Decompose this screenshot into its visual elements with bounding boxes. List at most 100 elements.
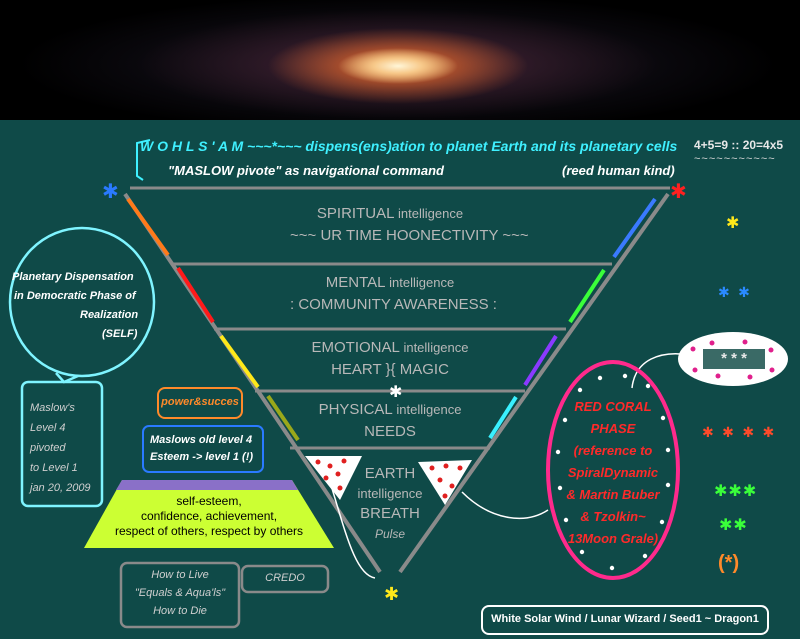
bubble-line-2: in Democratic Phase of [14, 290, 136, 302]
level-emotional: EMOTIONAL intelligence HEART }{ MAGIC [290, 337, 490, 381]
pyramid-text: self-esteem, confidence, achievement, re… [84, 494, 334, 539]
header-title: W O H L S ' A M ~~~*~~~ dispens(ens)atio… [140, 138, 678, 154]
right-blue-segment [612, 197, 657, 259]
level-mental-sub: : COMMUNITY AWARENESS : [290, 296, 497, 313]
credo-box-border [240, 564, 330, 594]
coral-dots [555, 373, 671, 571]
left-bubble-text: Planetary Dispensation in Democratic Pha… [12, 268, 152, 344]
left-speech-bubble [8, 226, 156, 378]
pyramid-top-band [116, 480, 298, 490]
howto-line-1: How to Live [151, 569, 209, 581]
right-dotted-triangle [418, 460, 472, 505]
red-star-icon: ✱ [670, 179, 687, 203]
blue-star-icon: ✱ [102, 179, 119, 203]
bubble-line-4: (SELF) [102, 328, 138, 340]
level-physical-sub: NEEDS [364, 423, 416, 440]
maslow-line-2: Level 4 [30, 422, 66, 434]
level-spiritual-sub: ~~~ UR TIME HOONECTIVITY ~~~ [290, 227, 529, 244]
maslow-line-1: Maslow's [30, 402, 75, 414]
credo-text: CREDO [265, 572, 305, 584]
equation-label: 4+5=9 :: 20=4x5 [694, 138, 784, 152]
esteem-line-1: Maslows old level 4 [150, 434, 253, 446]
triangle-dots [315, 458, 463, 499]
maslow-box-text: Maslow's Level 4 pivoted to Level 1 jan … [30, 398, 102, 498]
level-earth: EARTH intelligence BREATH Pulse [340, 464, 440, 544]
coral-line-3: (reference to [573, 443, 653, 458]
howto-line-3: How to Die [153, 605, 207, 617]
red-coral-ellipse [546, 360, 680, 580]
header-bracket [136, 139, 151, 181]
esteem-box-text: Maslows old level 4 Esteem -> level 1 (!… [150, 432, 260, 466]
level-physical-small: intelligence [396, 402, 462, 417]
level-earth-big: EARTH [364, 465, 416, 482]
level-spiritual-small: intelligence [398, 206, 464, 221]
power-box-text: power&succes [161, 396, 239, 408]
left-red-segment [176, 266, 215, 324]
right-yellow-star-icon: ✱ [726, 213, 739, 232]
pyramid-line-1: self-esteem, [176, 494, 242, 508]
bottom-star-icon: ✱ [384, 584, 399, 605]
oval-stars: * * * [721, 350, 747, 367]
bubble-line-1: Planetary Dispensation [12, 271, 134, 283]
level-earth-small: intelligence [357, 486, 423, 501]
level-spiritual-big: SPIRITUAL [316, 205, 394, 222]
bubble-line-3: Realization [80, 309, 139, 321]
right-green-stars3-icon: ✱✱✱ [714, 481, 757, 500]
left-connector-line [329, 481, 376, 579]
level-mental-small: intelligence [389, 275, 455, 290]
left-yellow-segment [219, 334, 260, 389]
coral-line-2: PHASE [590, 421, 636, 436]
esteem-line-2: Esteem -> level 1 (!) [150, 451, 254, 463]
esteem-box-border [142, 425, 264, 473]
oval-dots [690, 339, 775, 380]
nebula-image [0, 0, 800, 120]
coral-line-6: & Tzolkin~ [580, 509, 646, 524]
triangle-right-edge [398, 192, 670, 574]
howto-box-border [119, 561, 241, 629]
oval-inner-band [703, 349, 765, 369]
header-subtitle: "MASLOW pivote" as navigational command [168, 163, 444, 178]
level-physical: PHYSICAL intelligence NEEDS [290, 399, 490, 443]
maslow-line-4: to Level 1 [30, 462, 78, 474]
right-green-stars2-icon: ✱✱ [719, 515, 748, 534]
right-connector-line [461, 491, 549, 520]
maslow-box-border [20, 380, 104, 508]
red-coral-text: RED CORAL PHASE (reference to SpiralDyna… [548, 396, 678, 550]
level-emotional-sub: HEART }{ MAGIC [331, 361, 449, 378]
level-mental-big: MENTAL [325, 274, 385, 291]
esteem-pyramid [84, 480, 334, 548]
paren-star-symbol: (*) [718, 552, 740, 574]
coral-line-1: RED CORAL [574, 399, 652, 414]
right-cyan-segment [488, 395, 518, 440]
level-mental: MENTAL intelligence : COMMUNITY AWARENES… [290, 272, 497, 316]
coral-line-7: 13Moon Grale) [567, 531, 659, 546]
header-note: (reed human kind) [562, 163, 675, 178]
pyramid-line-2: confidence, achievement, [140, 509, 278, 523]
right-red-stars-icon: ✱ ✱ ✱ ✱ [702, 425, 776, 441]
right-blue-stars-icon: ✱ ✱ [718, 285, 752, 301]
left-orange-segment [126, 197, 170, 257]
left-olive-segment [266, 394, 300, 442]
power-box-border [157, 387, 243, 419]
pyramid-line-3: respect of others, respect by others [114, 524, 304, 538]
equation-tilde: ~~~~~~~~~~~ [694, 153, 776, 165]
coral-line-4: SpiralDynamic [567, 465, 659, 480]
right-purple-segment [523, 334, 558, 387]
howto-line-2: "Equals & Aqua'ls" [134, 587, 226, 599]
level-physical-big: PHYSICAL [318, 401, 393, 418]
howto-box-text: How to Live "Equals & Aqua'ls" How to Di… [121, 566, 239, 620]
coral-line-5: & Martin Buber [566, 487, 660, 502]
footer-box-border [481, 605, 769, 635]
level-earth-extra: Pulse [374, 527, 406, 541]
level-emotional-big: EMOTIONAL [311, 339, 400, 356]
maslow-line-5: jan 20, 2009 [30, 482, 91, 494]
level-spiritual: SPIRITUAL intelligence ~~~ UR TIME HOONE… [290, 203, 529, 247]
right-green-segment [568, 268, 606, 324]
left-dotted-triangle [305, 456, 362, 500]
footer-text: White Solar Wind / Lunar Wizard / Seed1 … [491, 613, 759, 625]
center-star-icon: ✱ [389, 382, 402, 401]
maslow-line-3: pivoted [30, 442, 66, 454]
level-earth-sub: BREATH [360, 505, 420, 522]
level-emotional-small: intelligence [403, 340, 469, 355]
